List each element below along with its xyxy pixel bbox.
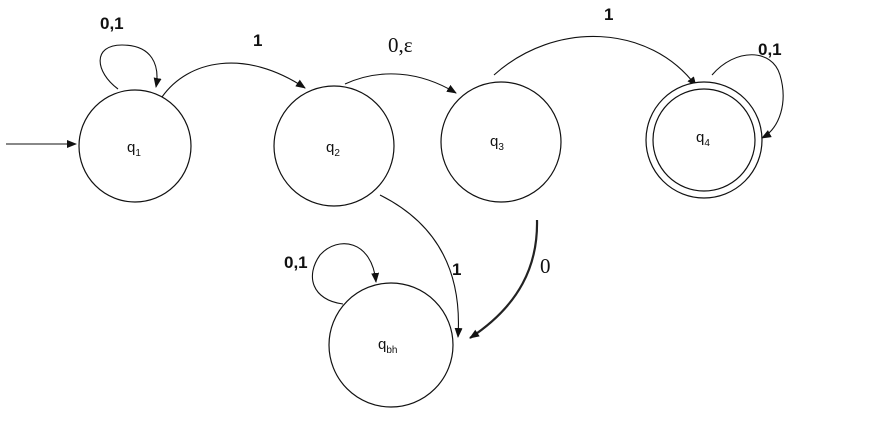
label-q3-q4: 1 [604,5,613,24]
edge-q1-q2 [161,62,306,98]
label-q3-qbh: 0 [540,254,551,278]
edge-q3-qbh [469,219,539,339]
svg-text:q1: q1 [127,139,141,159]
label-qbh-self: 0,1 [284,253,308,272]
state-q3: q3 [440,81,562,203]
svg-text:q3: q3 [490,133,504,153]
label-q4-self: 0,1 [758,40,782,59]
state-q2: q2 [273,85,395,207]
label-q1-q2: 1 [253,31,262,50]
state-q4[interactable]: q4 [645,81,763,199]
label-q1-self: 0,1 [100,14,124,33]
state-qbh: qbh [328,282,454,408]
edge-q3-q4 [493,36,697,87]
label-q2-q3: 0,ε [388,33,413,57]
svg-text:q2: q2 [326,139,340,159]
state-q1: q1 [78,89,192,203]
loop-q1 [99,44,162,90]
loop-q4 [711,54,784,139]
edge-q2-qbh [379,194,463,338]
edge-q2-q3 [344,73,457,94]
svg-text:qbh: qbh [378,336,397,356]
label-q2-qbh: 1 [452,260,461,279]
svg-text:q4: q4 [696,129,710,149]
loop-qbh [311,243,380,305]
